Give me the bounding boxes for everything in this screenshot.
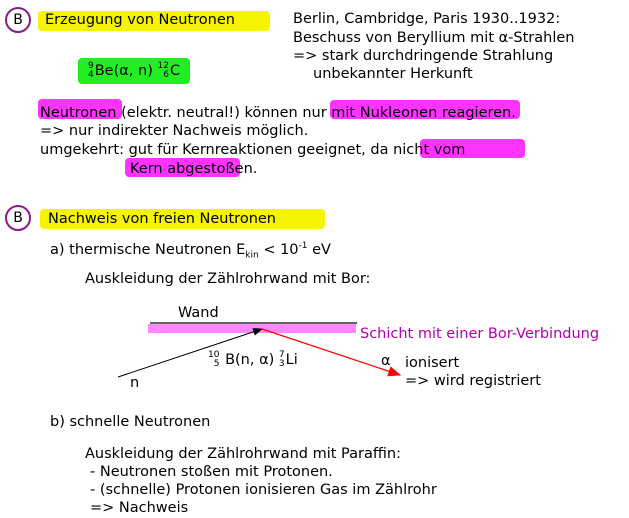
text: eV [307, 241, 331, 258]
history-line: Beschuss von Beryllium mit α-Strahlen [293, 30, 575, 46]
atomic-number: 5 [213, 359, 220, 369]
section-title: Erzeugung von Neutronen [45, 12, 235, 28]
wall-label: Wand [178, 305, 219, 321]
text: nicht vom [393, 142, 466, 158]
text: (elektr. neutral!) können [116, 105, 303, 121]
paragraph-line: umgekehrt: gut für Kernreaktionen geeign… [40, 141, 465, 159]
product: Li [285, 352, 298, 368]
subscript: kin [245, 250, 259, 261]
paragraph-line: Neutronen (elektr. neutral!) können nur … [40, 104, 516, 122]
history-line: unbekannter Herkunft [313, 66, 473, 82]
alpha-label: α [381, 353, 391, 369]
b-line: - (schnelle) Protonen ionisieren Gas im … [90, 482, 437, 498]
subsection-b: b) schnelle Neutronen [50, 414, 211, 430]
text: Kern abgestoßen [130, 161, 253, 177]
paragraph-line: Kern abgestoßen. [130, 160, 257, 178]
mass-number: 12 [157, 61, 169, 71]
lining-text: Auskleidung der Zählrohrwand mit Bor: [85, 271, 371, 287]
alpha-arrow [261, 328, 402, 377]
atomic-number: 6 [163, 70, 169, 80]
highlight [420, 139, 525, 158]
product: C [169, 63, 181, 79]
text: nur mit Nukleonen reag [302, 105, 475, 121]
text: a) thermische Neutronen E [50, 241, 246, 258]
subsection-a: a) thermische Neutronen Ekin < 10-1 eV [50, 237, 331, 265]
reaction: Be(α, n) [94, 63, 153, 79]
section-title: Nachweis von freien Neutronen [48, 211, 276, 227]
paragraph-line: => nur indirekter Nachweis möglich. [40, 123, 309, 139]
mass-number: 7 [278, 350, 285, 360]
text: ieren. [474, 105, 516, 121]
mass-number: 9 [88, 61, 94, 71]
section-badge: B [5, 205, 31, 231]
text: < 10 [258, 241, 299, 258]
text: umgekehrt: gut für Kernreaktionen geeign… [40, 142, 394, 158]
history-line: Berlin, Cambridge, Paris 1930..1932: [293, 11, 561, 27]
registered-label: => wird registriert [405, 373, 541, 389]
reaction: B(n, α) [225, 352, 275, 368]
b-line: Auskleidung der Zählrohrwand mit Paraffi… [85, 446, 401, 462]
highlight [38, 99, 122, 119]
text: . [252, 161, 258, 177]
b-line: => Nachweis [90, 500, 189, 516]
neutron-label: n [130, 375, 140, 391]
ionises-label: ionisert [405, 355, 460, 371]
boron-layer [148, 324, 356, 333]
highlight [40, 209, 325, 229]
neutron-arrow [117, 328, 263, 378]
mass-number: 10 [208, 350, 220, 360]
history-line: => stark durchdringende Strahlung [293, 48, 554, 64]
superscript: -1 [298, 241, 308, 251]
atomic-number: 4 [88, 70, 94, 80]
layer-label: Schicht mit einer Bor-Verbindung [360, 326, 600, 342]
highlight [38, 11, 270, 31]
section-badge: B [5, 7, 31, 33]
highlight [78, 58, 190, 84]
highlight [330, 100, 520, 119]
highlight [125, 158, 240, 177]
b-line: - Neutronen stoßen mit Protonen. [90, 464, 333, 480]
atomic-number: 3 [278, 359, 285, 369]
text: Neutronen [40, 105, 117, 121]
